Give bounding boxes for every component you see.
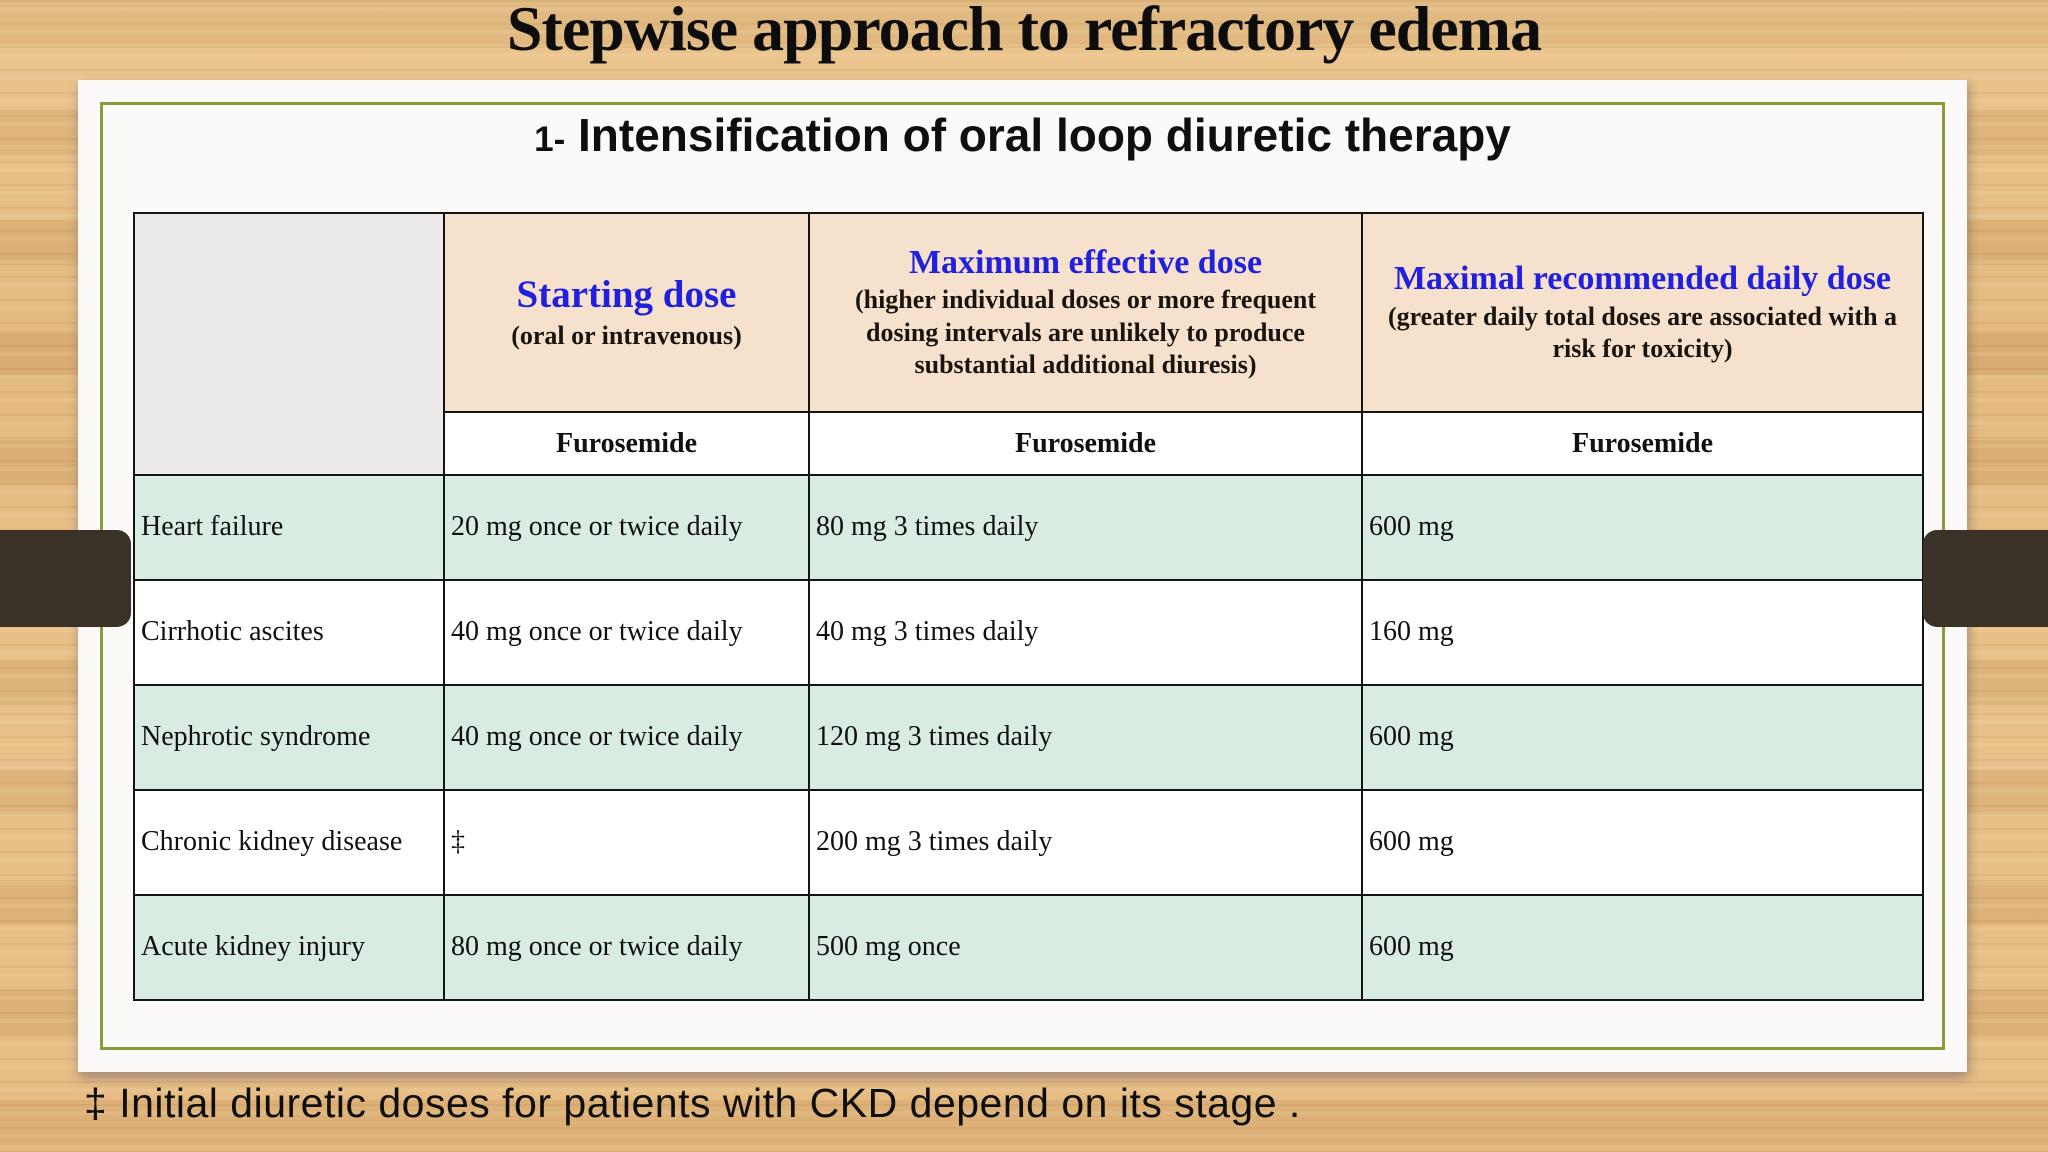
table-row-heart-failure: Heart failure 20 mg once or twice daily … [133, 474, 1924, 581]
header-max-effective-dose: Maximum effective dose (higher individua… [808, 212, 1363, 413]
drug-name-cell: Furosemide [808, 411, 1363, 476]
max-daily-dose-cell: 600 mg [1361, 474, 1924, 581]
max-effective-dose-cell: 40 mg 3 times daily [808, 579, 1363, 686]
header-subtitle: (higher individual doses or more frequen… [854, 285, 1317, 380]
table-row-chronic-kidney-disease: Chronic kidney disease ‡ 200 mg 3 times … [133, 789, 1924, 896]
max-effective-dose-cell: 80 mg 3 times daily [808, 474, 1363, 581]
max-effective-dose-cell: 120 mg 3 times daily [808, 684, 1363, 791]
header-row: Starting dose (oral or intravenous) Maxi… [133, 212, 1924, 476]
section-number: 1- [534, 120, 566, 159]
starting-dose-cell: 80 mg once or twice daily [443, 894, 810, 1001]
corner-empty-cell [133, 212, 445, 476]
max-daily-dose-cell: 600 mg [1361, 684, 1924, 791]
max-daily-dose-cell: 600 mg [1361, 789, 1924, 896]
condition-cell: Cirrhotic ascites [133, 579, 445, 686]
table-row-nephrotic-syndrome: Nephrotic syndrome 40 mg once or twice d… [133, 684, 1924, 791]
diuretic-dose-table: Starting dose (oral or intravenous) Maxi… [133, 212, 1924, 1001]
header-subtitle: (oral or intravenous) [511, 320, 742, 350]
max-daily-dose-cell: 600 mg [1361, 894, 1924, 1001]
table-row-cirrhotic-ascites: Cirrhotic ascites 40 mg once or twice da… [133, 579, 1924, 686]
header-starting-dose: Starting dose (oral or intravenous) [443, 212, 810, 413]
slide-canvas: 1- Intensification of oral loop diuretic… [78, 80, 1967, 1072]
header-max-daily-dose: Maximal recommended daily dose (greater … [1361, 212, 1924, 413]
condition-cell: Acute kidney injury [133, 894, 445, 1001]
starting-dose-cell: ‡ [443, 789, 810, 896]
drug-name-cell: Furosemide [1361, 411, 1924, 476]
max-effective-dose-cell: 500 mg once [808, 894, 1363, 1001]
slide-title: Stepwise approach to refractory edema [506, 0, 1542, 64]
max-effective-dose-cell: 200 mg 3 times daily [808, 789, 1363, 896]
ckd-footnote: ‡ Initial diuretic doses for patients wi… [84, 1080, 1301, 1126]
header-title: Maximum effective dose [908, 244, 1263, 282]
starting-dose-cell: 40 mg once or twice daily [443, 579, 810, 686]
starting-dose-cell: 20 mg once or twice daily [443, 474, 810, 581]
header-subtitle: (greater daily total doses are associate… [1387, 301, 1898, 364]
header-title: Starting dose [516, 272, 737, 316]
section-heading: 1- Intensification of oral loop diuretic… [78, 108, 1967, 162]
condition-cell: Chronic kidney disease [133, 789, 445, 896]
drug-name-row: Furosemide Furosemide Furosemide [134, 411, 1924, 476]
drug-name-cell: Furosemide [443, 411, 810, 476]
header-title: Maximal recommended daily dose [1393, 260, 1892, 298]
table-row-acute-kidney-injury: Acute kidney injury 80 mg once or twice … [133, 894, 1924, 1001]
condition-cell: Heart failure [133, 474, 445, 581]
max-daily-dose-cell: 160 mg [1361, 579, 1924, 686]
theme-accent-bar-right [1923, 530, 2048, 627]
condition-cell: Nephrotic syndrome [133, 684, 445, 791]
section-heading-text: Intensification of oral loop diuretic th… [578, 109, 1511, 161]
starting-dose-cell: 40 mg once or twice daily [443, 684, 810, 791]
theme-accent-bar-left [0, 530, 131, 627]
